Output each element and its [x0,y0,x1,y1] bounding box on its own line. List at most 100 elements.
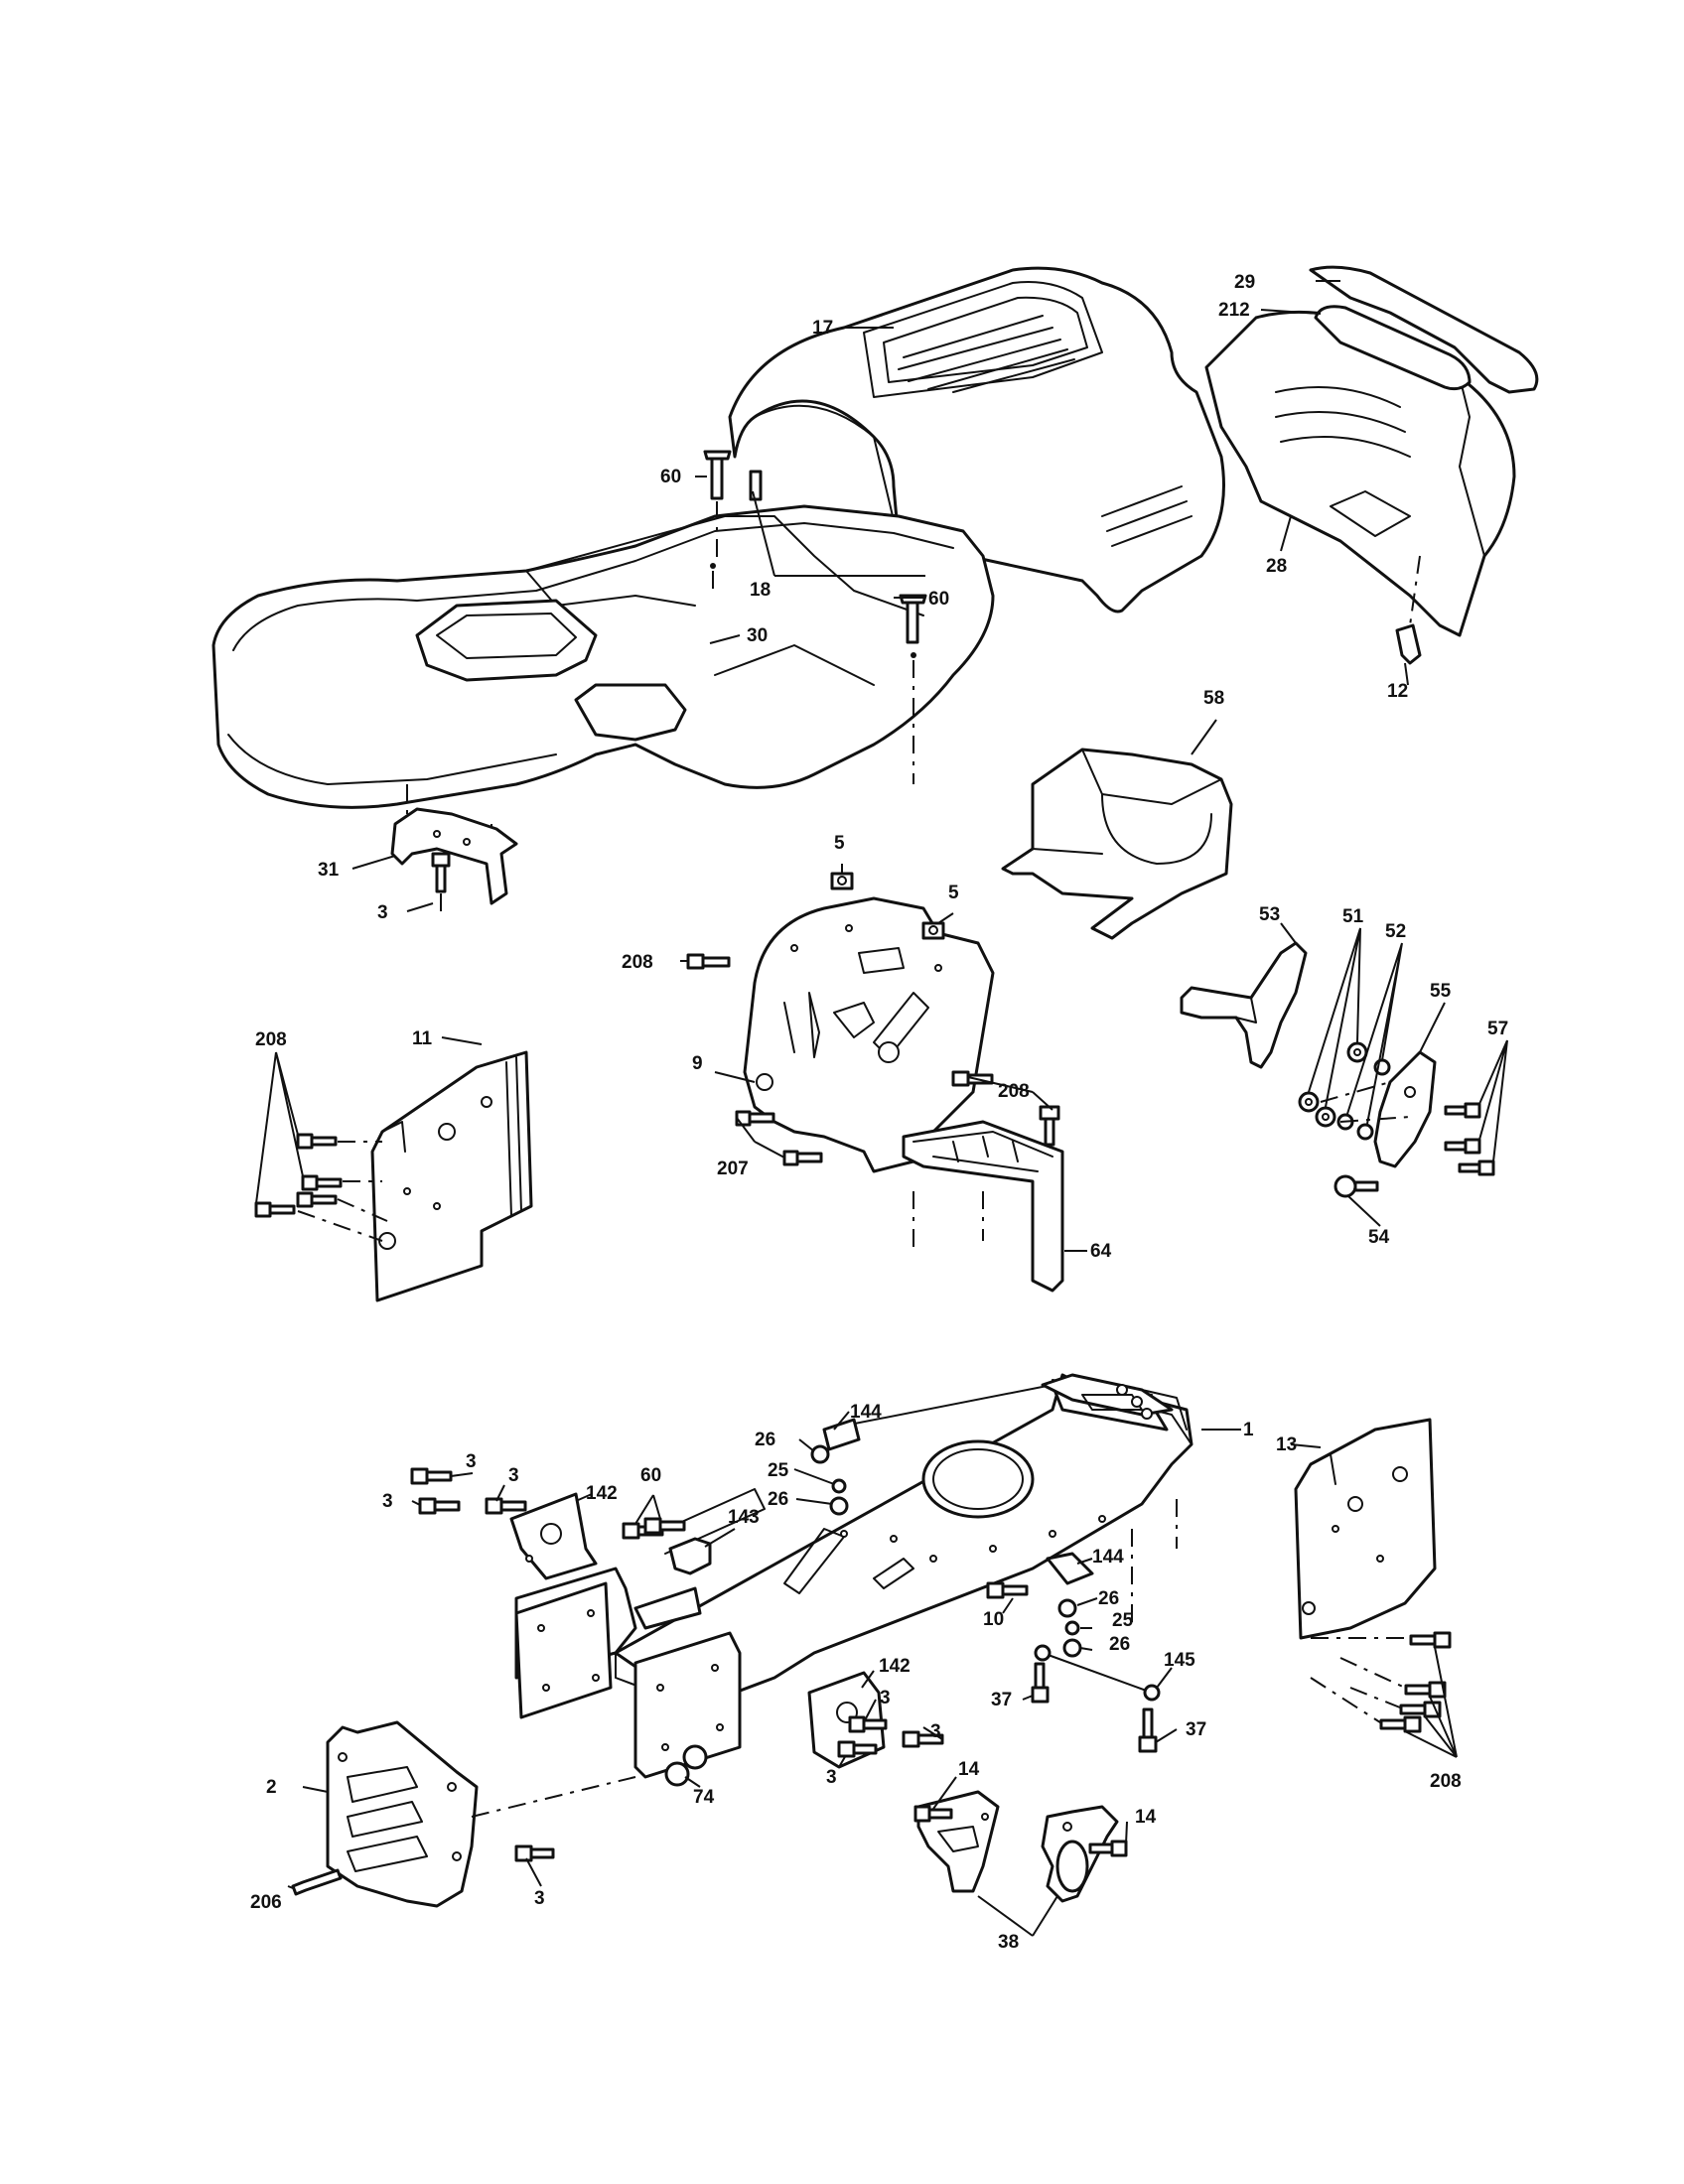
hex-bolt-part [418,1497,461,1515]
callout-208: 208 [622,952,653,973]
callout-207: 207 [717,1159,749,1179]
callout-53: 53 [1259,904,1280,925]
washer-part [1336,1058,1391,1141]
callout-3: 3 [880,1688,891,1708]
frame-hole [1049,1530,1056,1538]
callout-3: 3 [466,1451,477,1472]
hex-bolt-part [410,1467,453,1485]
bracket-part [822,1418,861,1451]
grommet-part [921,921,945,940]
side-plate-part [1294,1418,1437,1640]
callout-26: 26 [768,1489,788,1510]
hex-bolt-part [1088,1840,1128,1857]
nut-part [1315,1106,1336,1128]
callout-14: 14 [1135,1807,1157,1828]
callout-11: 11 [412,1028,433,1049]
frame-hole [1131,1396,1143,1408]
pedal-support-part [1373,1050,1437,1168]
callout-142: 142 [586,1483,618,1504]
callout-208: 208 [998,1081,1030,1102]
shroud-part [1001,748,1233,940]
callout-57: 57 [1487,1019,1508,1039]
callout-25: 25 [768,1460,789,1481]
callout-17: 17 [812,318,833,339]
hex-bolt-part [986,1581,1029,1599]
hex-bolt-part [485,1497,527,1515]
callout-10: 10 [983,1609,1004,1630]
callout-13: 13 [1276,1434,1297,1455]
callout-14: 14 [958,1759,980,1780]
callout-142: 142 [879,1656,911,1677]
hood-clip-part [749,470,763,501]
frame-side-plate-part [514,1581,613,1719]
callout-30: 30 [747,625,768,646]
callout-144: 144 [1092,1547,1124,1568]
carriage-bolt-part [899,594,927,644]
callout-60: 60 [660,467,681,487]
callout-208: 208 [1430,1771,1462,1792]
grommet-part [830,872,854,890]
nut-part [1298,1091,1320,1113]
callout-labels: 17 29 212 28 12 60 18 60 30 58 31 3 5 5 … [250,272,1508,1953]
nut-part [810,1444,849,1516]
hex-bolt-part [301,1174,343,1191]
callout-5: 5 [834,833,845,854]
hood-part [728,266,1225,614]
callout-31: 31 [318,860,340,881]
frame-hole [1141,1408,1153,1420]
frame-hole [1116,1384,1128,1396]
nut-part [664,1744,708,1787]
frame-hole [989,1545,997,1553]
callout-74: 74 [693,1787,715,1808]
callout-51: 51 [1342,906,1364,927]
fender-part [211,504,995,809]
callout-9: 9 [692,1053,703,1074]
callout-3: 3 [377,902,388,923]
callout-64: 64 [1090,1241,1112,1262]
front-mount-part [902,1120,1064,1293]
hex-bolt-part [1404,1681,1447,1699]
callout-60: 60 [640,1465,661,1486]
hex-bolt-part [254,1201,296,1218]
callout-3: 3 [508,1465,519,1486]
hex-bolt-part [1031,1662,1050,1704]
side-plate-part [370,1050,533,1302]
hex-bolt-part [686,953,731,970]
hex-bolt-part [1444,1138,1481,1155]
callout-29: 29 [1234,272,1255,293]
callout-5: 5 [948,883,959,903]
grille-trim-part [1309,265,1539,394]
callout-143: 143 [728,1507,760,1528]
callout-3: 3 [930,1721,941,1742]
leader-lines [255,280,1508,1937]
callout-37: 37 [1186,1719,1206,1740]
callout-26: 26 [1098,1588,1119,1609]
seat-bracket-part [390,807,518,905]
hex-bolt-part [1409,1631,1452,1649]
front-plate-part [326,1720,479,1908]
callout-3: 3 [382,1491,393,1512]
callout-26: 26 [1109,1634,1130,1655]
mounting-bracket-part [509,1492,598,1580]
callout-58: 58 [1203,688,1224,709]
hex-bolt-part [643,1517,686,1535]
bracket-part [1046,1552,1094,1585]
callout-26: 26 [755,1430,775,1450]
link-rod-part [1034,1644,1161,1702]
callout-12: 12 [1387,681,1408,702]
hex-bolt-part [913,1805,953,1823]
callout-1: 1 [1243,1420,1254,1440]
carriage-bolt-part [703,450,732,500]
mount-hole-mark [710,563,716,569]
callout-3: 3 [826,1767,837,1788]
frame-hole [840,1530,848,1538]
hex-bolt-part [782,1150,823,1166]
dash-panel-part [743,896,995,1173]
callout-144: 144 [850,1402,882,1423]
hex-bolt-part [1039,1105,1060,1147]
hex-bolt-part [1138,1707,1158,1753]
callout-38: 38 [998,1932,1019,1953]
grille-insert-part [1314,305,1472,391]
callout-54: 54 [1368,1227,1390,1248]
bracket-part [668,1537,712,1575]
